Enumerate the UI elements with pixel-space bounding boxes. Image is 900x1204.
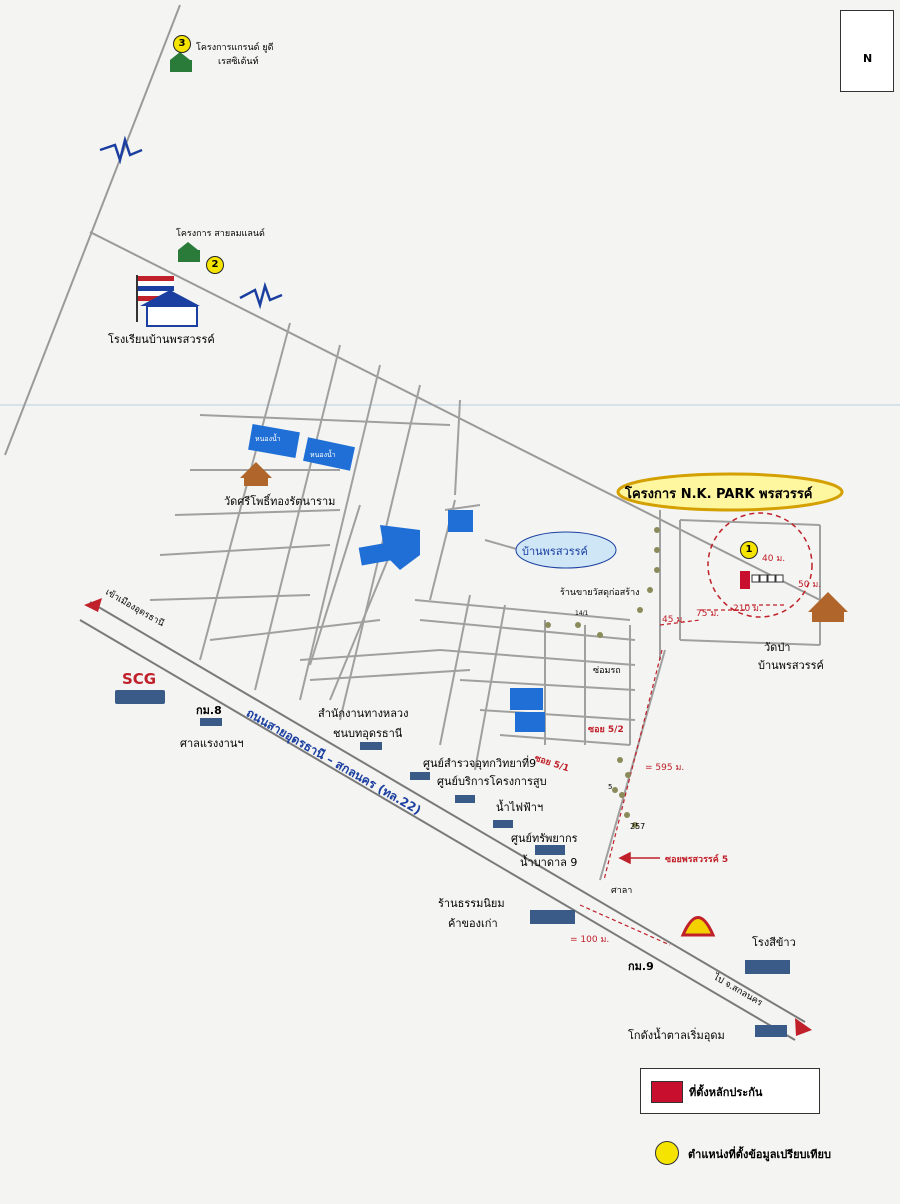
comparable-badge-2: 2 — [206, 256, 224, 274]
pond-label-2: หนองน้ำ — [310, 451, 336, 459]
tree-markers — [545, 527, 660, 828]
distance-100: = 100 ม. — [570, 935, 610, 945]
school-label: โรงเรียนบ้านพรสวรรค์ — [108, 333, 215, 346]
electricity-label: น้ำไฟฟ้าฯ — [496, 801, 544, 814]
shell-logo-icon — [680, 916, 716, 937]
soi-pornsawan5-label: ซอยพรสวรรค์ 5 — [665, 855, 729, 865]
temple-north-label: วัดศรีโพธิ์ทองรัตนาราม — [224, 495, 336, 508]
number-5: 5 — [608, 783, 613, 791]
science-center-label: ศูนย์สำรวจอุทกวิทยาที่9 — [423, 757, 537, 770]
sugar-warehouse-label: โกดังน้ำตาลเริ่มอุดม — [628, 1029, 725, 1042]
km9-label: กม.9 — [628, 960, 654, 973]
material-shop-label: ร้านขายวัสดุก่อสร้าง — [560, 588, 640, 598]
north-road — [4, 4, 181, 456]
project-title: โครงการ N.K. PARK พรสวรรค์ — [625, 487, 813, 502]
temple-icons — [240, 462, 848, 622]
school-icon — [136, 275, 200, 327]
legend-comparable-label: ตำแหน่งที่ตั้งข้อมูลเปรียบเทียบ — [688, 1148, 831, 1161]
pond-label-1: หนองน้ำ — [255, 435, 281, 443]
sala-label: ศาลา — [611, 886, 633, 896]
distance-45: 45 ม. — [662, 615, 686, 625]
compass-box: N — [840, 10, 894, 92]
distance-595: = 595 ม. — [645, 763, 685, 773]
arrow-to-udon-icon — [84, 598, 102, 612]
distance-50: 50 ม. — [798, 580, 822, 590]
scg-label: SCG — [122, 670, 157, 688]
legend-collateral-label: ที่ตั้งหลักประกัน — [689, 1086, 763, 1099]
km8-label: กม.8 — [196, 704, 222, 717]
diagonal-road — [89, 231, 821, 601]
comparable-3-name-line2: เรสซิเด้นท์ — [218, 57, 259, 67]
number-14-1: 14/1 — [575, 610, 589, 617]
comparable-badge-3: 3 — [173, 35, 191, 53]
road-break-symbol-1 — [99, 135, 143, 165]
legend-comparable-swatch — [655, 1141, 679, 1165]
comparable-badge-1: 1 — [740, 541, 758, 559]
highway-office-line2: ชนบทอุดรธานี — [333, 727, 403, 740]
collateral-marker — [740, 571, 750, 589]
highway-edge-1 — [89, 601, 806, 1023]
house-icons — [170, 52, 200, 262]
road-break-symbol-2 — [239, 281, 283, 310]
distance-lines — [579, 604, 785, 946]
highway-edge-2 — [79, 619, 796, 1041]
arrow-to-sakon-icon — [795, 1018, 812, 1036]
distance-40: 40 ม. — [762, 554, 786, 564]
legend-collateral-swatch — [651, 1081, 683, 1103]
soi-arrows — [618, 851, 660, 865]
rice-mill-label: โรงสีข้าว — [752, 936, 796, 949]
water-9-label: น้ำบาดาล 9 — [520, 856, 578, 869]
soi-52-label: ซอย 5/2 — [588, 725, 624, 735]
road-grid — [149, 322, 821, 881]
distance-75: 75 ม. — [696, 609, 720, 619]
distance-210: 210 ม. — [733, 604, 762, 614]
temple-east-line1: วัดป่า — [764, 641, 791, 654]
project-banner-oval — [616, 472, 844, 512]
antique-shop-line2: ค้าของเก่า — [448, 917, 498, 930]
labor-court-label: ศาลแรงงานฯ — [180, 737, 244, 750]
village-name: บ้านพรสวรรค์ — [522, 545, 588, 558]
building-icons — [115, 690, 790, 1037]
collateral-radius-circle — [707, 512, 813, 618]
village-oval — [515, 531, 617, 569]
temple-east-line2: บ้านพรสวรรค์ — [758, 659, 824, 672]
highway-office-line1: สำนักงานทางหลวง — [318, 707, 409, 720]
adjacent-plots — [751, 574, 784, 583]
legend-collateral-box: ที่ตั้งหลักประกัน — [640, 1068, 820, 1114]
project-center-label: ศูนย์บริการโครงการสูบ — [437, 775, 547, 788]
resource-center-label: ศูนย์ทรัพยากร — [511, 832, 578, 845]
comparable-3-name-line1: โครงการแกรนด์ ยูดี — [196, 43, 274, 53]
number-257: 257 — [630, 822, 646, 831]
soi-chomrung-label: ซ่อมรถ — [593, 666, 621, 676]
north-label: N — [863, 52, 873, 65]
antique-shop-line1: ร้านธรรมนิยม — [438, 897, 505, 910]
ponds — [248, 424, 545, 732]
comparable-2-name: โครงการ สายลมแลนด์ — [176, 229, 265, 239]
